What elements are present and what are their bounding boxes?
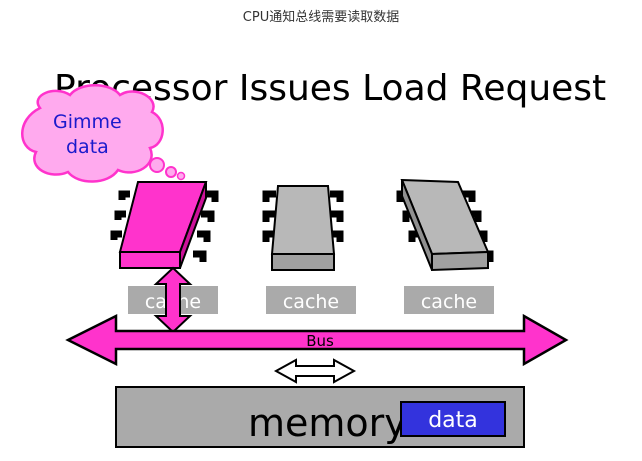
processor-chip-2 (262, 185, 344, 271)
memory-bus-arrow (273, 358, 357, 384)
memory-block: memory data (115, 386, 525, 448)
bubble-line-1: Gimme (53, 111, 122, 133)
memory-data-label: data (428, 408, 478, 433)
bus-label: Bus (306, 332, 334, 350)
memory-label: memory (248, 401, 407, 445)
page-caption: CPU通知总线需要读取数据 (242, 10, 400, 25)
bubble-line-2: data (66, 136, 109, 158)
cache-label-3: cache (421, 291, 477, 313)
bus-arrow: Bus (65, 313, 569, 367)
processor-chip-1 (110, 181, 219, 269)
thought-bubble: Gimme data (21, 84, 186, 183)
cache-label-2: cache (283, 291, 339, 313)
cache-3: cache (404, 286, 494, 314)
cache-2: cache (266, 286, 356, 314)
processor-chip-3 (396, 178, 494, 272)
